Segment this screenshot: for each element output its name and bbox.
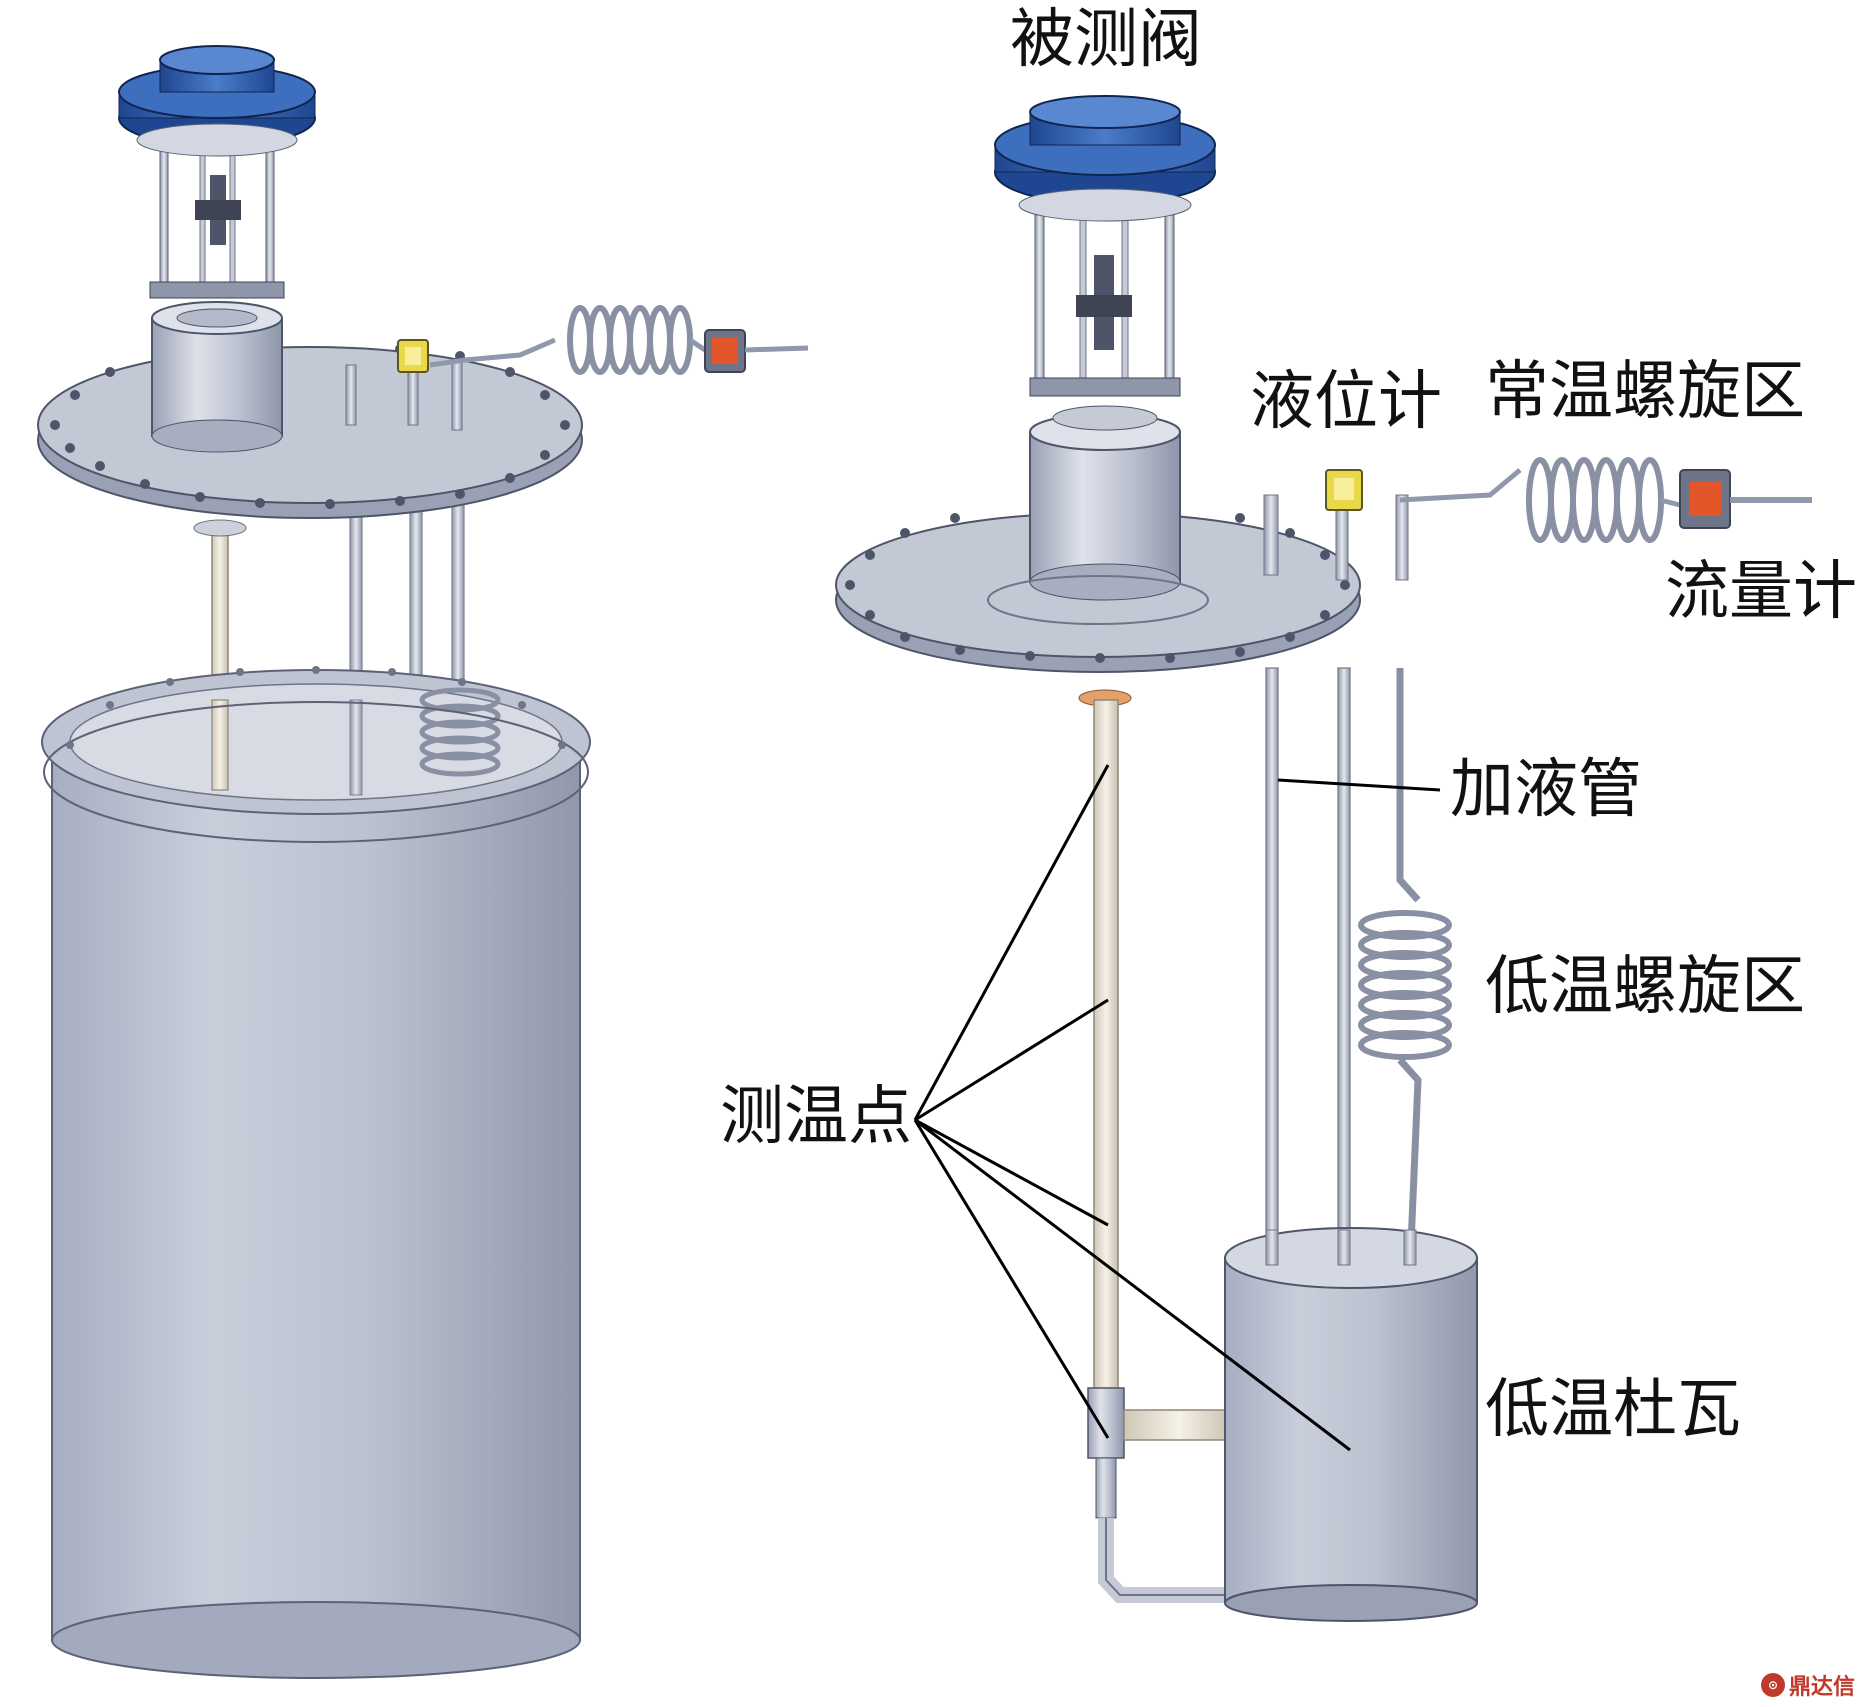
low-temp-spiral: [1358, 910, 1452, 1060]
measurement-pipe: [1078, 689, 1240, 1603]
leader-lines: [913, 764, 1441, 1452]
valve-label: 被测阀: [1010, 3, 1202, 77]
flow-meter-label: 流量计: [1665, 555, 1857, 629]
flow-meter: [1679, 469, 1812, 529]
left-coil: [429, 305, 809, 375]
dewar-label: 低温杜瓦: [1485, 1373, 1741, 1447]
level-gauge-label: 液位计: [1250, 365, 1442, 439]
watermark-logo: ⊙ 鼎达信: [1760, 1669, 1855, 1701]
left-assembly: [37, 45, 809, 1679]
room-temp-spiral: [1399, 457, 1681, 543]
right-flange: [835, 405, 1409, 673]
room-temp-spiral-label: 常温螺旋区: [1485, 355, 1805, 429]
low-temp-dewar: [1224, 1227, 1478, 1622]
right-valve-actuator: [994, 95, 1216, 397]
left-flange: [37, 301, 583, 519]
fill-pipe-label: 加液管: [1450, 753, 1642, 827]
watermark-icon: ⊙: [1760, 1673, 1785, 1697]
low-temp-spiral-label: 低温螺旋区: [1485, 950, 1805, 1024]
watermark-text: 鼎达信: [1788, 1675, 1855, 1700]
right-assembly: [835, 95, 1812, 1622]
right-rods: [1265, 667, 1422, 1269]
left-tank: [41, 666, 591, 1679]
left-valve-actuator: [118, 45, 316, 299]
temp-points-label: 测温点: [720, 1080, 912, 1154]
